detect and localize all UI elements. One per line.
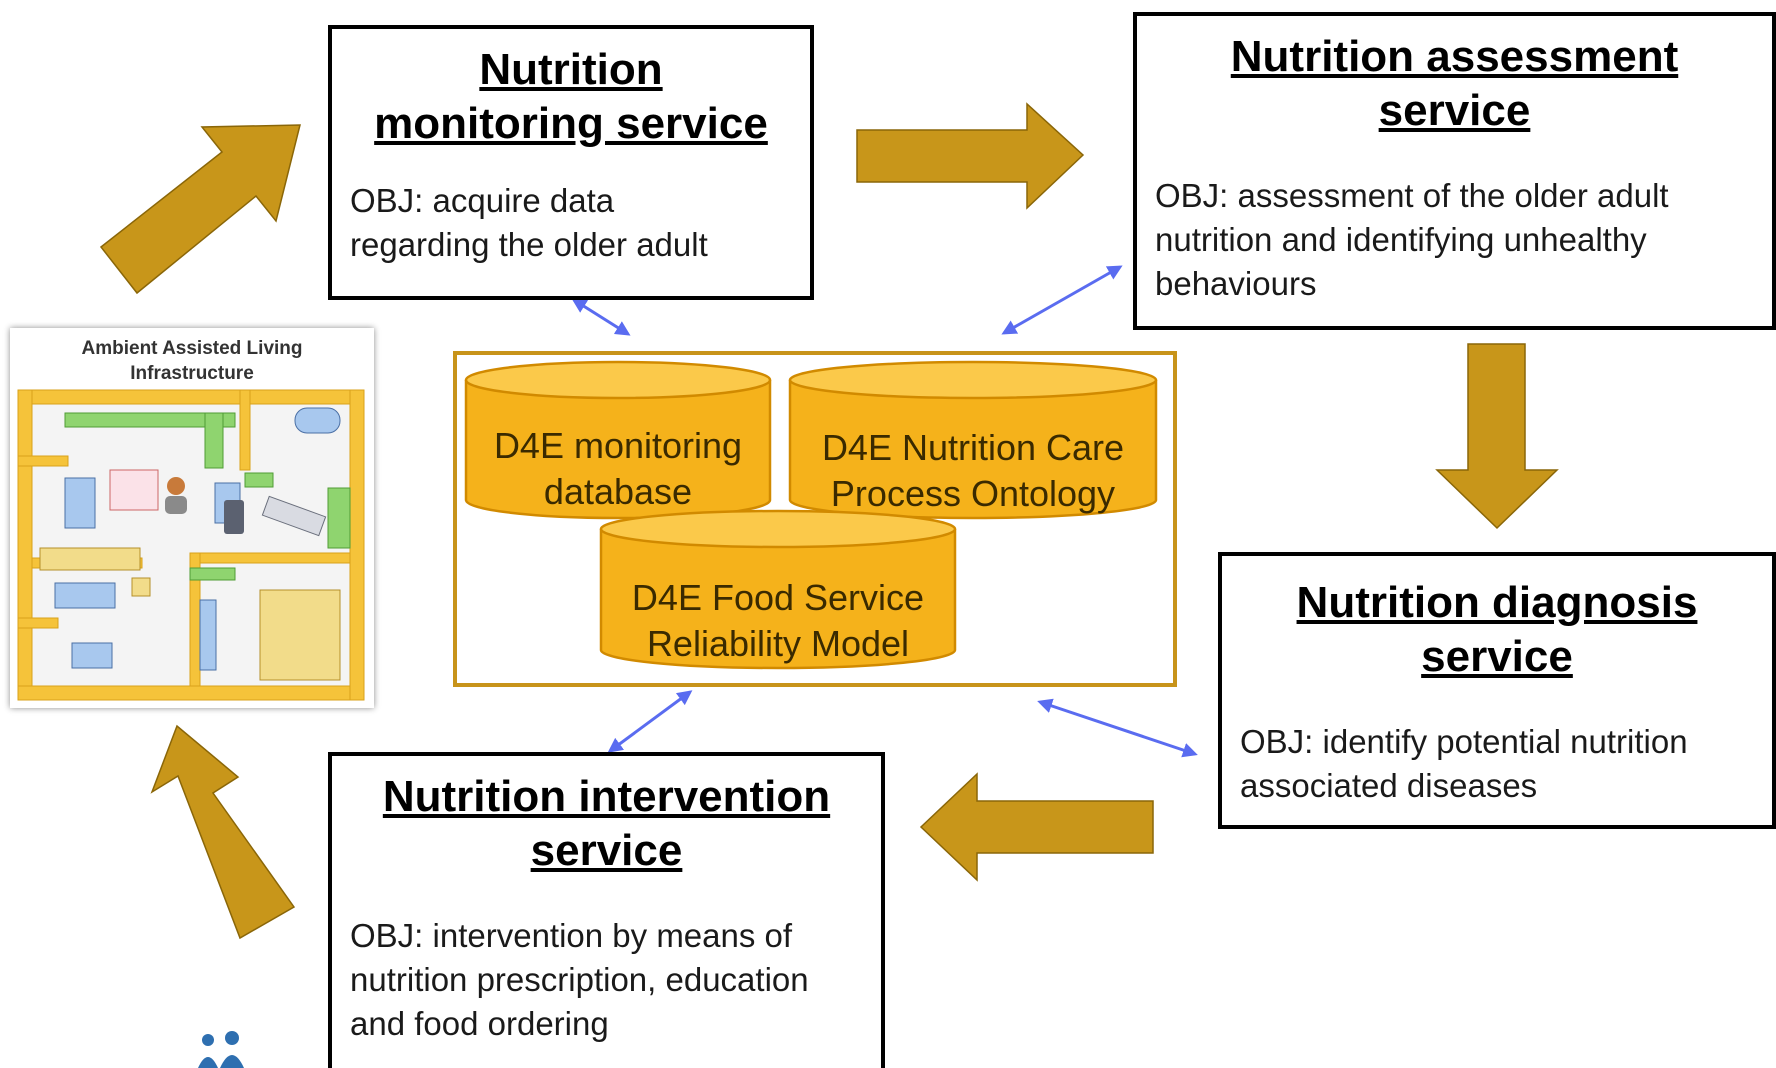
- diagnosis-service-title: Nutrition diagnosis service: [1222, 576, 1772, 684]
- assessment-obj-line-2: nutrition and identifying unhealthy: [1155, 221, 1647, 258]
- intervention-service-objective: OBJ: intervention by means of nutrition …: [350, 914, 881, 1046]
- intervention-service-box: Nutrition intervention service OBJ: inte…: [328, 752, 885, 1068]
- monitoring-db-cylinder-icon: [464, 360, 772, 520]
- people-logo-icon: [198, 1031, 244, 1068]
- person-avatar-icon: [165, 477, 187, 514]
- assessment-obj-line-1: OBJ: assessment of the older adult: [1155, 177, 1669, 214]
- database-container: D4E monitoring database D4E Nutrition Ca…: [453, 351, 1177, 687]
- floor-plan-walls: [17, 389, 365, 701]
- intervention-obj-line-1: OBJ: intervention by means of: [350, 917, 793, 954]
- floor-plan-tan-furniture: [39, 547, 341, 681]
- monitoring-service-box: Nutrition monitoring service OBJ: acquir…: [328, 25, 814, 300]
- monitoring-db-line-2: database: [543, 471, 693, 512]
- food-db-label: D4E Food Service Reliability Model: [601, 575, 955, 667]
- intervention-title-line-1: Nutrition intervention: [382, 772, 831, 821]
- intervention-obj-line-2: nutrition prescription, education: [350, 961, 809, 998]
- flow-arrow-to-monitoring: [99, 124, 301, 295]
- food-db-line-2: Reliability Model: [646, 623, 910, 664]
- diagnosis-title-line-1: Nutrition diagnosis: [1296, 578, 1698, 627]
- monitoring-title-line-2: monitoring service: [374, 99, 768, 148]
- assessment-service-title: Nutrition assessment service: [1137, 30, 1772, 138]
- flow-arrow-to-assessment: [856, 102, 1085, 210]
- monitoring-obj-line-2: regarding the older adult: [350, 226, 708, 263]
- aal-infrastructure-panel: Ambient Assisted Living Infrastructure: [10, 328, 374, 708]
- aal-title: Ambient Assisted Living Infrastructure: [10, 336, 374, 386]
- flow-arrow-to-diagnosis: [1435, 343, 1559, 530]
- monitoring-service-objective: OBJ: acquire data regarding the older ad…: [350, 179, 810, 267]
- intervention-obj-line-3: and food ordering: [350, 1005, 609, 1042]
- intervention-service-title: Nutrition intervention service: [332, 770, 881, 878]
- monitoring-db-label: D4E monitoring database: [466, 423, 770, 515]
- intervention-title-line-2: service: [530, 826, 683, 875]
- aal-title-line-2: Infrastructure: [130, 363, 254, 384]
- phone-icon: [224, 500, 244, 534]
- kitchen-picture-icon: [109, 469, 159, 511]
- flow-arrow-to-aal: [150, 724, 296, 940]
- ontology-db-label: D4E Nutrition Care Process Ontology: [790, 425, 1156, 517]
- link-arrow-diagnosis-db: [1037, 698, 1198, 758]
- link-arrow-intervention-db: [607, 690, 693, 753]
- flow-arrow-to-intervention: [919, 772, 1154, 882]
- monitoring-service-title: Nutrition monitoring service: [332, 43, 810, 151]
- assessment-title-line-2: service: [1378, 86, 1531, 135]
- gateway-device-icon: [261, 495, 327, 537]
- aal-title-line-1: Ambient Assisted Living: [81, 338, 303, 359]
- diagnosis-title-line-2: service: [1421, 632, 1573, 681]
- floor-plan-green-furniture: [64, 412, 351, 581]
- ontology-db-line-1: D4E Nutrition Care: [821, 427, 1125, 468]
- assessment-title-line-1: Nutrition assessment: [1230, 32, 1679, 81]
- link-arrow-assessment-db: [1001, 265, 1123, 335]
- monitoring-obj-line-1: OBJ: acquire data: [350, 182, 615, 219]
- food-db-line-1: D4E Food Service: [631, 577, 925, 618]
- diagnosis-service-box: Nutrition diagnosis service OBJ: identif…: [1218, 552, 1776, 829]
- floor-plan-illustration: [17, 389, 365, 701]
- assessment-obj-line-3: behaviours: [1155, 265, 1317, 302]
- diagnosis-service-objective: OBJ: identify potential nutrition associ…: [1240, 720, 1772, 808]
- link-arrow-monitoring-db: [571, 298, 631, 336]
- ontology-db-line-2: Process Ontology: [830, 473, 1116, 514]
- monitoring-db-line-1: D4E monitoring: [493, 425, 743, 466]
- food-db-cylinder-icon: [599, 509, 957, 670]
- assessment-service-objective: OBJ: assessment of the older adult nutri…: [1155, 174, 1772, 306]
- diagnosis-obj-line-2: associated diseases: [1240, 767, 1538, 804]
- assessment-service-box: Nutrition assessment service OBJ: assess…: [1133, 12, 1776, 330]
- ontology-db-cylinder-icon: [788, 360, 1158, 520]
- database-cylinders: [464, 360, 1158, 670]
- monitoring-title-line-1: Nutrition: [479, 45, 663, 94]
- diagnosis-obj-line-1: OBJ: identify potential nutrition: [1240, 723, 1688, 760]
